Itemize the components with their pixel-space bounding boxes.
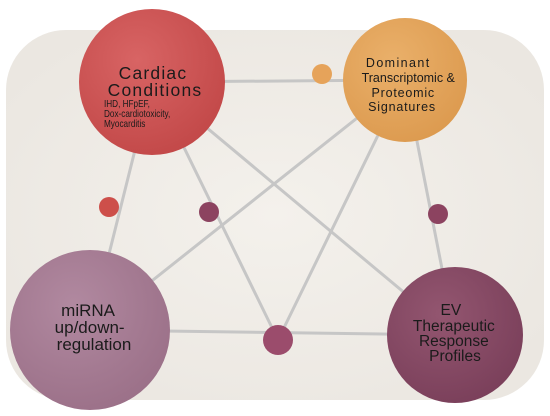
node-mirna-regulation: miRNA up/down- regulation (10, 250, 170, 410)
dot-orange-top (312, 64, 332, 84)
dot-plum-center-left (199, 202, 219, 222)
cardiac-title-line-2: Conditions (108, 80, 203, 100)
ev-title-line-3: Response (419, 333, 489, 350)
node-dominant-signatures: Dominant Transcriptomic & Proteomic Sign… (343, 18, 467, 142)
node-cardiac-conditions: Cardiac Conditions IHD, HFpEF, Dox-cardi… (79, 9, 225, 155)
signatures-title: Dominant Transcriptomic & Proteomic Sign… (362, 56, 459, 114)
mirna-title: miRNA up/down- regulation (55, 301, 132, 354)
mirna-title-line-2: up/down- (55, 318, 125, 337)
cardiac-title-line-1: Cardiac (119, 63, 188, 83)
ev-title-line-2: Therapeutic (413, 318, 495, 335)
cardiac-sub-line-2: Dox-cardiotoxicity, (104, 108, 170, 119)
node-ev-response-profiles: EV Therapeutic Response Profiles (387, 267, 523, 403)
ev-title-line-4: Profiles (429, 348, 481, 365)
dot-plum-right (428, 204, 448, 224)
mirna-hub-circle (10, 250, 170, 410)
signatures-title-line-2: Transcriptomic & (362, 71, 456, 85)
signatures-title-line-3: Proteomic (372, 86, 435, 100)
signatures-hub-circle (343, 18, 467, 142)
signatures-title-line-4: Signatures (368, 100, 436, 114)
dot-plum-bottom-center (263, 325, 293, 355)
cardiac-title: Cardiac Conditions (108, 63, 203, 100)
cardiac-sub-line-3: Myocarditis (104, 118, 146, 129)
mirna-title-line-1: miRNA (61, 301, 115, 320)
ev-title: EV Therapeutic Response Profiles (413, 302, 499, 365)
ev-title-line-1: EV (441, 302, 462, 319)
cardiac-hub-circle (79, 9, 225, 155)
cardiac-subtitle: IHD, HFpEF, Dox-cardiotoxicity, Myocardi… (104, 98, 173, 129)
mirna-title-line-3: regulation (57, 335, 132, 354)
signatures-title-line-1: Dominant (366, 56, 431, 70)
cardiac-sub-line-1: IHD, HFpEF, (104, 98, 150, 109)
dot-red-left (99, 197, 119, 217)
ev-hub-circle (387, 267, 523, 403)
